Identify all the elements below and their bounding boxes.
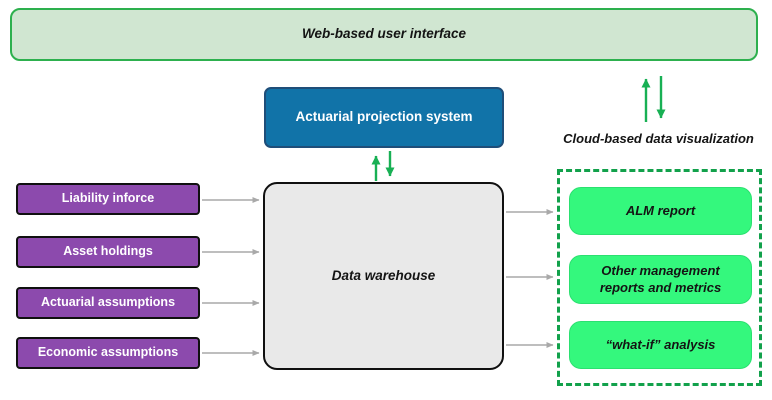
alm-report-label: ALM report xyxy=(625,202,696,218)
input-box-liability-inforce: Liability inforce xyxy=(16,183,200,215)
liability-inforce-label: Liability inforce xyxy=(61,191,155,206)
whatif-analysis-label: “what-if” analysis xyxy=(605,336,716,352)
input-box-actuarial-assumptions: Actuarial assumptions xyxy=(16,287,200,319)
data-warehouse-label: Data warehouse xyxy=(331,267,436,283)
actuarial-projection-system-box: Actuarial projection system xyxy=(264,87,504,148)
output-box-alm-report: ALM report xyxy=(569,187,752,235)
web-based-user-interface-label: Web-based user interface xyxy=(301,26,467,42)
other-reports-label: Other management reports and metrics xyxy=(599,263,722,295)
input-box-economic-assumptions: Economic assumptions xyxy=(16,337,200,369)
cloud-visualization-container xyxy=(557,169,762,386)
cloud-visualization-title: Cloud-based data visualization xyxy=(563,131,754,146)
asset-holdings-label: Asset holdings xyxy=(63,244,153,259)
output-box-whatif-analysis: “what-if” analysis xyxy=(569,321,752,369)
web-based-user-interface-box: Web-based user interface xyxy=(10,8,758,61)
data-warehouse-box: Data warehouse xyxy=(263,182,504,370)
input-box-asset-holdings: Asset holdings xyxy=(16,236,200,268)
output-box-other-reports: Other management reports and metrics xyxy=(569,255,752,304)
economic-assumptions-label: Economic assumptions xyxy=(37,345,179,360)
actuarial-assumptions-label: Actuarial assumptions xyxy=(40,295,176,310)
actuarial-projection-system-label: Actuarial projection system xyxy=(295,109,473,125)
